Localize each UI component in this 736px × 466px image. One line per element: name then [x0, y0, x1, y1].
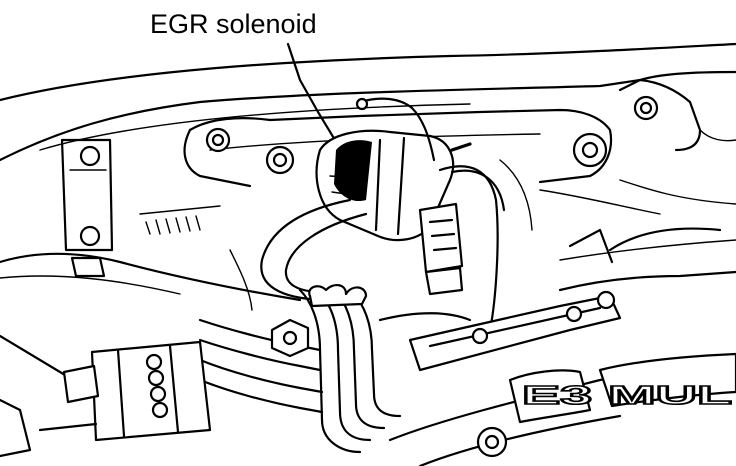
- egr-solenoid: [315, 97, 455, 242]
- hood-panel: [0, 42, 736, 162]
- valve-cover: [388, 352, 736, 466]
- left-bracket: [0, 138, 302, 302]
- grooved-area: [139, 205, 221, 235]
- manifold-flange: [183, 95, 659, 188]
- callout-leader-line: [286, 42, 337, 142]
- throttle-linkage: [0, 334, 212, 458]
- egr-solenoid-label: EGR solenoid: [150, 9, 317, 39]
- electrical-connector: [418, 165, 506, 332]
- engraved-text: E3 MUL: [522, 380, 732, 410]
- vacuum-hoses: [198, 198, 402, 454]
- misc-details: [229, 142, 736, 311]
- fuel-rail-bracket: [378, 227, 736, 372]
- center-bolt: [270, 318, 310, 358]
